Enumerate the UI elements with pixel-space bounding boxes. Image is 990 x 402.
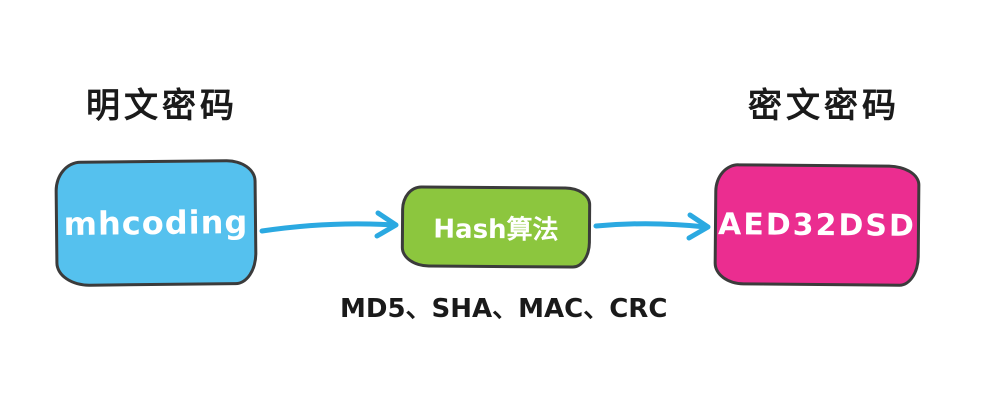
hash-algorithm-examples: MD5、SHA、MAC、CRC	[340, 294, 668, 324]
plaintext-password-label: 明文密码	[86, 86, 238, 126]
arrow-input-to-hash	[259, 210, 399, 239]
arrow-hash-to-output	[593, 212, 711, 241]
plaintext-value: mhcoding	[63, 203, 249, 243]
hash-algorithm-label: Hash算法	[433, 214, 559, 245]
node-hash: Hash算法	[400, 185, 592, 269]
ciphertext-password-label: 密文密码	[748, 86, 900, 126]
node-output: AED32DSD	[713, 163, 921, 287]
ciphertext-value: AED32DSD	[717, 206, 917, 244]
node-input: mhcoding	[54, 158, 258, 288]
